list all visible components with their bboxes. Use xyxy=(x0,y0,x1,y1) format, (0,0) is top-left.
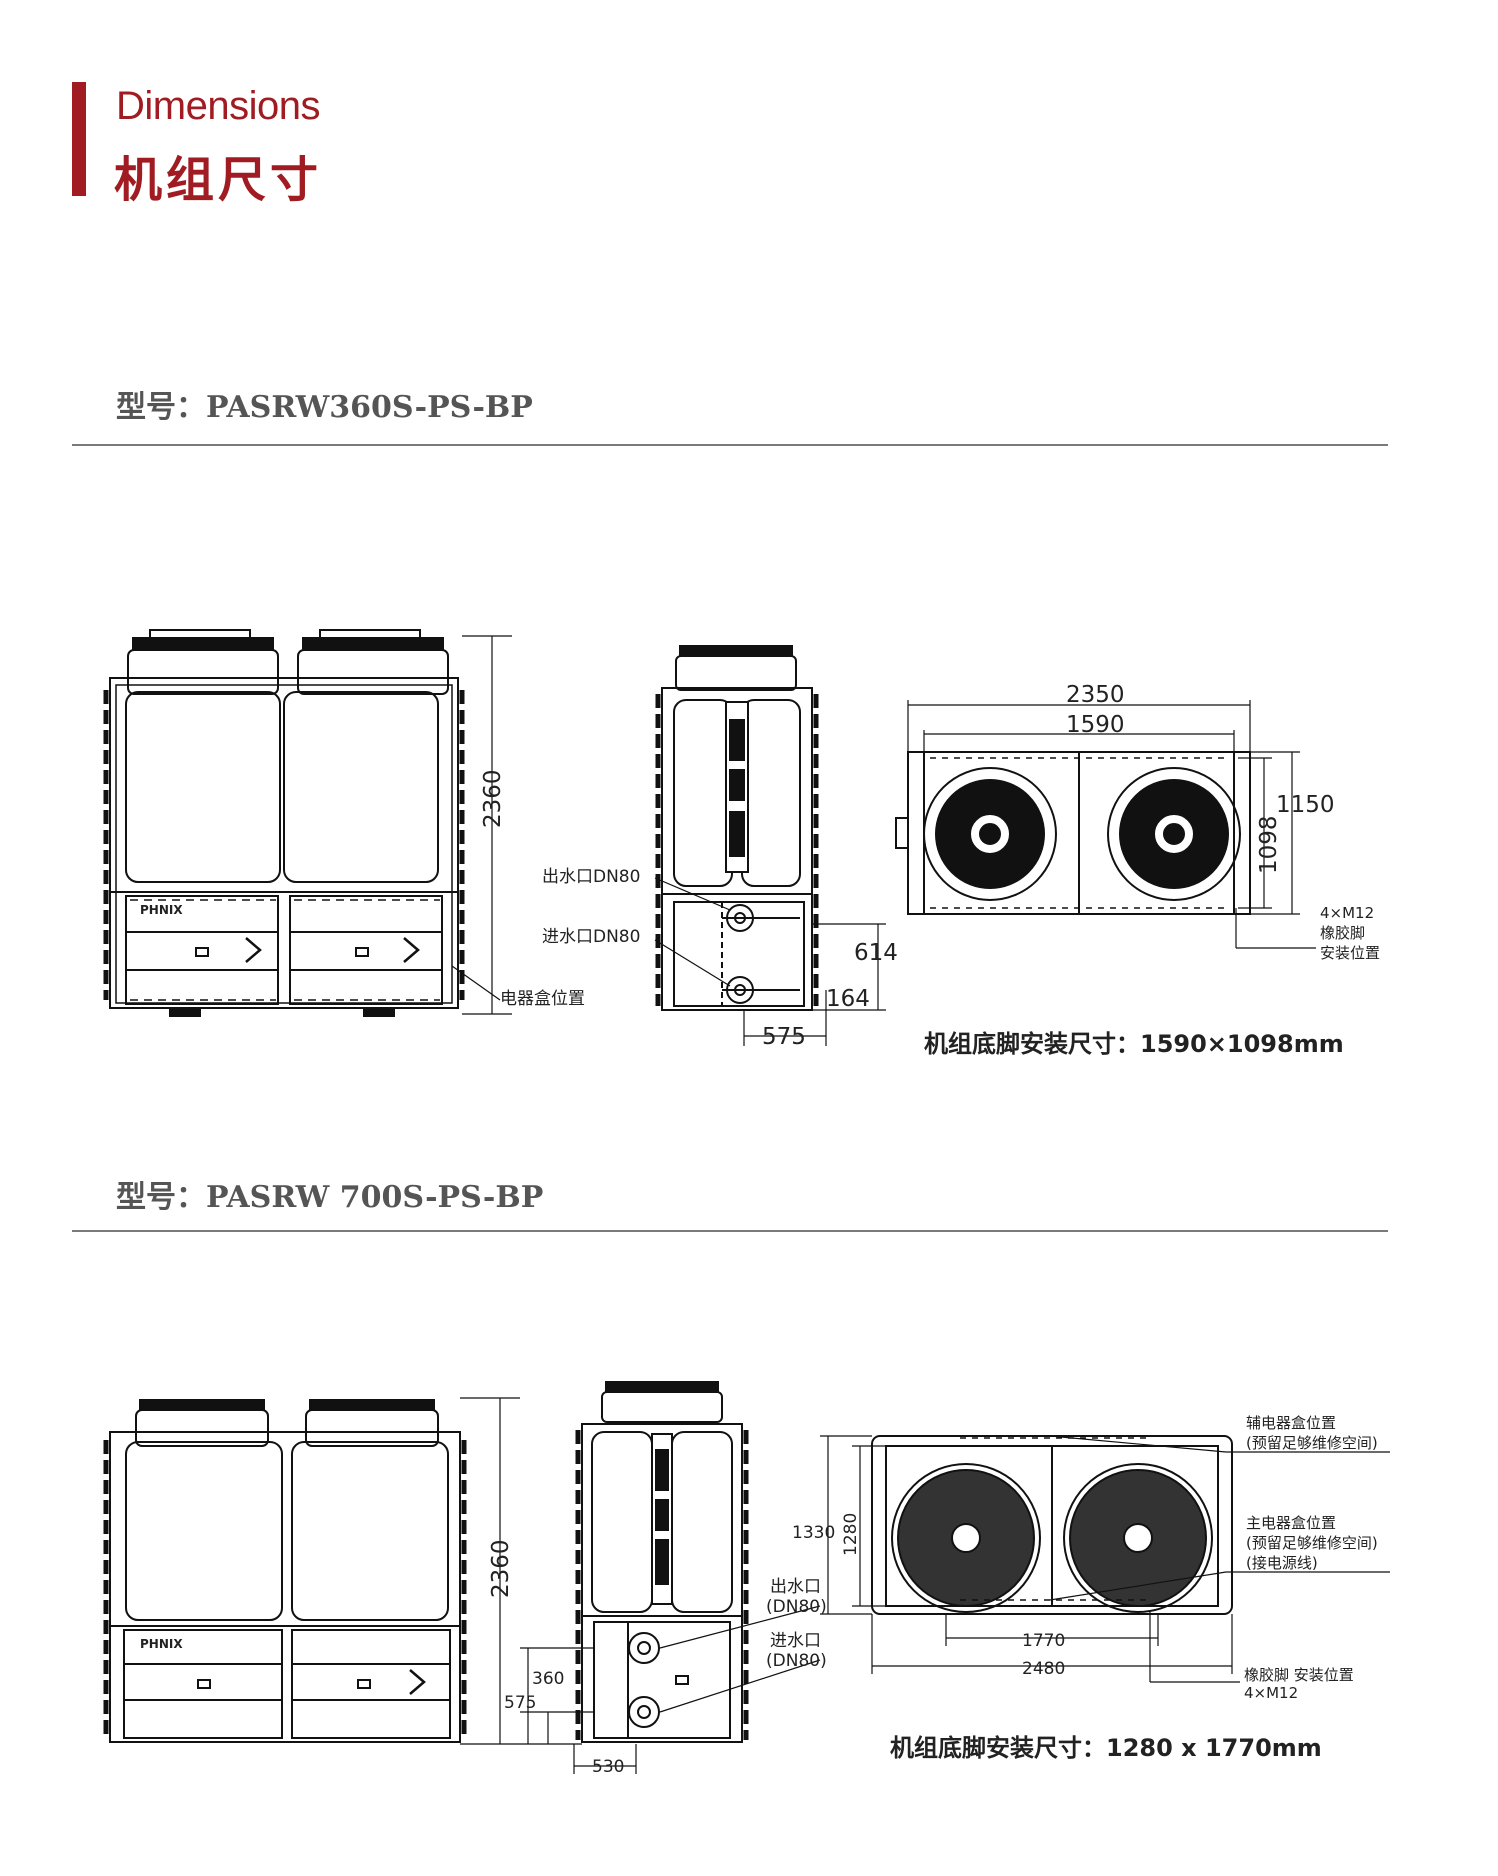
inlet-label-2-line2: (DN80) xyxy=(766,1651,827,1671)
dim-1150: 1150 xyxy=(1276,792,1335,818)
page-title-cn: 机组尺寸 xyxy=(114,152,323,208)
dim-530: 530 xyxy=(592,1757,624,1777)
dim-2480: 2480 xyxy=(1022,1659,1065,1679)
dim-2350: 2350 xyxy=(1066,682,1125,708)
model-label-1: 型号：PASRW360S-PS-BP xyxy=(116,390,533,425)
model-label-2: 型号：PASRW 700S-PS-BP xyxy=(116,1180,544,1215)
accent-bar xyxy=(72,82,86,196)
brand-logo-1: PHNIX xyxy=(140,903,183,917)
divider-1 xyxy=(72,444,1388,446)
foot-label-2-line1: 橡胶脚 安装位置 xyxy=(1244,1666,1354,1684)
page-title-en: Dimensions xyxy=(116,84,320,128)
main-box-label-line2: (预留足够维修空间) xyxy=(1246,1534,1378,1552)
foot-caption-2: 机组底脚安装尺寸：1280 x 1770mm xyxy=(890,1734,1322,1762)
main-box-label-line3: (接电源线) xyxy=(1246,1554,1318,1572)
brand-logo-2: PHNIX xyxy=(140,1637,183,1651)
inlet-label-1: 进水口DN80 xyxy=(542,927,640,947)
dim-360: 360 xyxy=(532,1669,564,1689)
dim-1330: 1330 xyxy=(792,1523,835,1543)
dim-575-2: 575 xyxy=(504,1693,536,1713)
outlet-label-2-line1: 出水口 xyxy=(770,1577,821,1597)
front-view-2 xyxy=(103,1399,467,1743)
dim-height-2: 2360 xyxy=(488,1539,514,1598)
ebox-label-1: 电器盒位置 xyxy=(500,989,585,1009)
aux-box-label-line1: 辅电器盒位置 xyxy=(1246,1414,1336,1432)
foot-label-2-line2: 4×M12 xyxy=(1244,1684,1298,1702)
side-view-1 xyxy=(655,645,819,1011)
dim-575-1: 575 xyxy=(762,1024,806,1050)
side-view-2 xyxy=(575,1381,749,1743)
dim-1098: 1098 xyxy=(1256,815,1282,874)
dim-1590: 1590 xyxy=(1066,712,1125,738)
foot-label-1-line2: 橡胶脚 xyxy=(1320,924,1365,942)
outlet-label-1: 出水口DN80 xyxy=(542,867,640,887)
dim-614: 614 xyxy=(854,940,898,966)
dim-1280: 1280 xyxy=(841,1513,861,1556)
foot-caption-1: 机组底脚安装尺寸：1590×1098mm xyxy=(924,1030,1344,1058)
top-view-2 xyxy=(871,1435,1233,1615)
dim-1770: 1770 xyxy=(1022,1631,1065,1651)
main-box-label-line1: 主电器盒位置 xyxy=(1246,1514,1336,1532)
foot-label-1-line3: 安装位置 xyxy=(1320,944,1380,962)
front-view-1 xyxy=(103,629,465,1017)
top-view-1 xyxy=(895,751,1251,915)
aux-box-label-line2: (预留足够维修空间) xyxy=(1246,1434,1378,1452)
dim-164: 164 xyxy=(826,986,870,1012)
foot-label-1-line1: 4×M12 xyxy=(1320,904,1374,922)
outlet-label-2-line2: (DN80) xyxy=(766,1597,827,1617)
divider-2 xyxy=(72,1230,1388,1232)
inlet-label-2-line1: 进水口 xyxy=(770,1631,821,1651)
dim-height-1: 2360 xyxy=(480,769,506,828)
